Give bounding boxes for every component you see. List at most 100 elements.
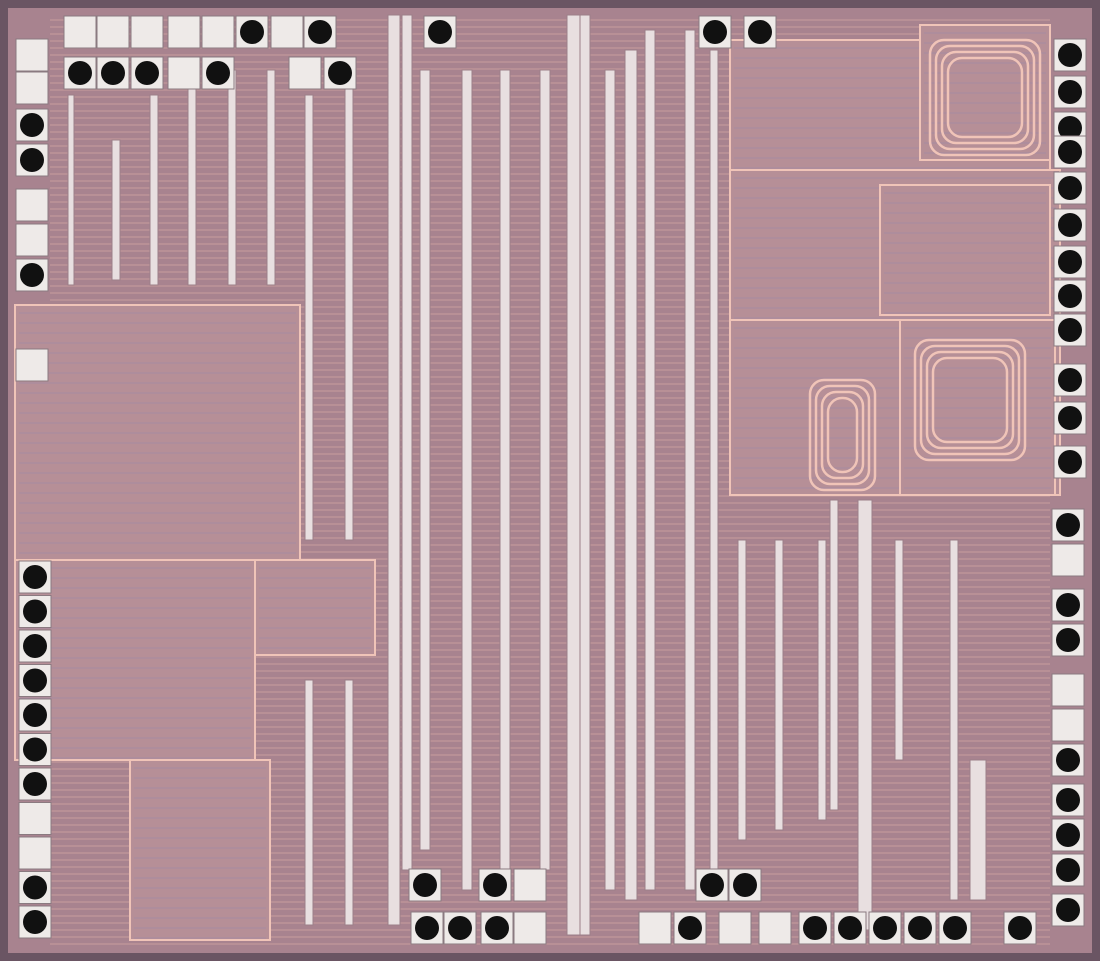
bond-ball bbox=[23, 772, 47, 796]
bond-ball bbox=[1056, 788, 1080, 812]
bond-ball bbox=[1058, 116, 1082, 140]
circuit-block bbox=[129, 759, 271, 941]
bond-ball bbox=[700, 873, 724, 897]
spiral-inductor bbox=[919, 344, 1021, 456]
circuit-blocks bbox=[14, 24, 1061, 941]
bond-ball bbox=[1058, 450, 1082, 474]
bond-ball bbox=[23, 737, 47, 762]
bond-pad bbox=[288, 56, 322, 90]
bond-ball bbox=[1058, 176, 1082, 200]
metal-bus bbox=[969, 759, 987, 901]
bond-ball bbox=[733, 873, 757, 897]
metal-bus bbox=[857, 499, 873, 931]
spiral-inductor bbox=[934, 44, 1036, 151]
bond-ball bbox=[1056, 593, 1080, 617]
metal-bus bbox=[149, 94, 159, 286]
bond-pad bbox=[15, 348, 49, 382]
metal-bus bbox=[949, 539, 959, 901]
bond-ball bbox=[1056, 748, 1080, 772]
bond-ball bbox=[943, 916, 967, 940]
circuit-block bbox=[879, 184, 1051, 316]
vertical-buses bbox=[67, 14, 987, 936]
bond-ball bbox=[23, 599, 47, 624]
bond-ball bbox=[678, 916, 702, 940]
bond-ball bbox=[1058, 250, 1082, 274]
bond-ball bbox=[101, 61, 125, 85]
bond-ball bbox=[1056, 628, 1080, 652]
bond-ball bbox=[135, 61, 159, 85]
bond-ball bbox=[1058, 406, 1082, 430]
metal-bus bbox=[579, 14, 591, 936]
spiral-inductor bbox=[808, 378, 877, 492]
bond-pad bbox=[270, 15, 304, 49]
bond-ball bbox=[68, 61, 92, 85]
bond-pad bbox=[130, 15, 164, 49]
bond-ball bbox=[1058, 318, 1082, 342]
metal-bus bbox=[684, 29, 696, 891]
bond-pad bbox=[167, 56, 201, 90]
bond-ball bbox=[20, 148, 44, 172]
bond-ball bbox=[23, 703, 47, 727]
bond-ball bbox=[428, 20, 452, 44]
bond-ball bbox=[838, 916, 862, 940]
metal-bus bbox=[624, 49, 638, 901]
metal-bus bbox=[344, 69, 354, 541]
bond-ball bbox=[23, 910, 47, 934]
spiral-inductor bbox=[820, 390, 865, 480]
bond-ball bbox=[1056, 823, 1080, 847]
bond-pad bbox=[167, 15, 201, 49]
bond-ball bbox=[448, 916, 472, 940]
metal-bus bbox=[817, 539, 827, 821]
bond-pad bbox=[513, 911, 547, 945]
metal-bus bbox=[227, 69, 237, 286]
bond-pad bbox=[18, 836, 52, 870]
bond-pad bbox=[15, 223, 49, 257]
metal-bus bbox=[401, 14, 413, 871]
bond-ball bbox=[20, 263, 44, 287]
metal-bus bbox=[737, 539, 747, 841]
metal-bus bbox=[111, 139, 121, 281]
circuit-block bbox=[254, 559, 376, 656]
bond-pad bbox=[1051, 708, 1085, 742]
bond-ball bbox=[1058, 368, 1082, 392]
bond-ball bbox=[1056, 858, 1080, 882]
bond-ball bbox=[20, 113, 44, 137]
metal-bus bbox=[344, 679, 354, 926]
spiral-inductor bbox=[925, 350, 1015, 450]
bond-ball bbox=[483, 873, 507, 897]
bond-pad bbox=[1051, 673, 1085, 707]
bond-pad bbox=[758, 911, 792, 945]
bond-ball bbox=[908, 916, 932, 940]
spiral-inductor bbox=[826, 396, 859, 474]
bond-ball bbox=[23, 875, 47, 900]
spiral-inductor bbox=[946, 56, 1024, 139]
metal-bus bbox=[304, 679, 314, 926]
metal-bus bbox=[304, 94, 314, 541]
metal-bus bbox=[566, 14, 582, 936]
bond-pad bbox=[718, 911, 752, 945]
spiral-inductor bbox=[940, 50, 1030, 145]
metal-bus bbox=[187, 69, 197, 286]
bond-ball bbox=[413, 873, 437, 897]
metal-bus bbox=[67, 94, 75, 286]
bond-ball bbox=[1058, 80, 1082, 104]
circuit-block bbox=[14, 304, 301, 561]
bond-ball bbox=[308, 20, 332, 44]
bond-ball bbox=[23, 565, 47, 589]
bond-pad bbox=[638, 911, 672, 945]
bond-ball bbox=[748, 20, 772, 44]
bond-pad bbox=[1051, 543, 1085, 577]
metal-bus bbox=[644, 29, 656, 891]
metal-bus bbox=[499, 69, 511, 881]
bond-pad bbox=[96, 15, 130, 49]
circuit-block bbox=[14, 559, 256, 761]
metal-bus bbox=[894, 539, 904, 761]
bond-ball bbox=[485, 916, 509, 940]
spiral-inductor bbox=[913, 338, 1027, 462]
bond-ball bbox=[23, 634, 47, 658]
bond-ball bbox=[206, 61, 230, 85]
bond-ball bbox=[1058, 213, 1082, 237]
spiral-inductor bbox=[814, 384, 871, 486]
bond-pad bbox=[15, 188, 49, 222]
bond-ball bbox=[1008, 916, 1032, 940]
